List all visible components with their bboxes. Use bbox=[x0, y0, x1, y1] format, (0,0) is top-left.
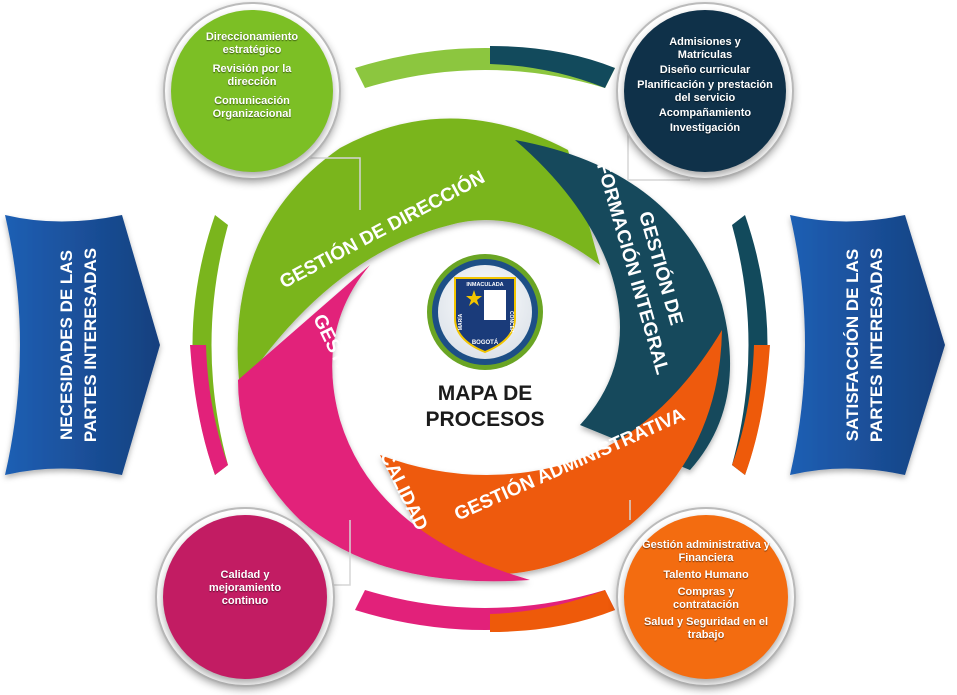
bubble-item: Investigación bbox=[669, 121, 741, 134]
process-swirl bbox=[237, 118, 731, 582]
arc-bottom-orange bbox=[490, 590, 615, 632]
center-title-line1: MAPA DE bbox=[438, 382, 533, 405]
logo-right-text: CONCEP. bbox=[508, 311, 514, 334]
segment-gestion-calidad bbox=[238, 265, 530, 582]
bubble-gestion-direccion: Direccionamiento estratégico Revisión po… bbox=[171, 10, 333, 172]
bubble-item: Compras y contratación bbox=[672, 585, 739, 611]
logo-bottom-text: BOGOTÁ bbox=[472, 339, 499, 346]
bubble-item: Gestión administrativa y Financiera bbox=[642, 538, 770, 564]
institution-logo: INMACULADA MARÍA CONCEP. BOGOTÁ bbox=[427, 254, 543, 370]
bubble-item: Admisiones y Matrículas bbox=[669, 35, 741, 61]
outer-connector-arcs bbox=[190, 46, 770, 632]
logo-top-text: INMACULADA bbox=[466, 282, 503, 288]
needs-label-line1: NECESIDADES DE LAS bbox=[57, 250, 76, 440]
segment-gestion-administrativa bbox=[380, 330, 722, 575]
segment-gestion-direccion bbox=[237, 118, 600, 390]
satisfaction-label-line1: SATISFACCIÓN DE LAS bbox=[843, 249, 862, 441]
segment-gestion-formacion bbox=[515, 140, 731, 470]
bubble-gestion-administrativa: Gestión administrativa y Financiera Tale… bbox=[624, 515, 788, 679]
bubble-item: Salud y Seguridad en el trabajo bbox=[643, 615, 769, 641]
arc-right-orange bbox=[732, 345, 770, 475]
bubble-gestion-formacion: Admisiones y Matrículas Diseño curricula… bbox=[624, 10, 786, 172]
needs-label-line2: PARTES INTERESADAS bbox=[81, 248, 100, 442]
bubble-item: Talento Humano bbox=[663, 568, 749, 581]
center-title-line2: PROCESOS bbox=[425, 408, 544, 431]
needs-arrow: NECESIDADES DE LAS PARTES INTERESADAS bbox=[5, 215, 160, 475]
satisfaction-arrow: SATISFACCIÓN DE LAS PARTES INTERESADAS bbox=[790, 215, 945, 475]
bubble-item: Acompañamiento bbox=[658, 106, 752, 119]
star-icon bbox=[466, 290, 482, 306]
bubble-gestion-calidad: Calidad y mejoramiento continuo bbox=[163, 515, 327, 679]
bubble-item: Comunicación Organizacional bbox=[212, 95, 292, 120]
bubble-item: Direccionamiento estratégico bbox=[205, 31, 299, 56]
bubble-item: Diseño curricular bbox=[659, 63, 751, 76]
arc-top-dark bbox=[490, 46, 615, 88]
arc-left-pink bbox=[190, 345, 228, 475]
satisfaction-label-line2: PARTES INTERESADAS bbox=[867, 248, 886, 442]
bubble-item: Revisión por la dirección bbox=[212, 63, 292, 88]
bubble-item: Planificación y prestación del servicio bbox=[637, 78, 773, 104]
bubble-item: Calidad y mejoramiento continuo bbox=[208, 568, 282, 607]
logo-left-text: MARÍA bbox=[456, 313, 464, 330]
